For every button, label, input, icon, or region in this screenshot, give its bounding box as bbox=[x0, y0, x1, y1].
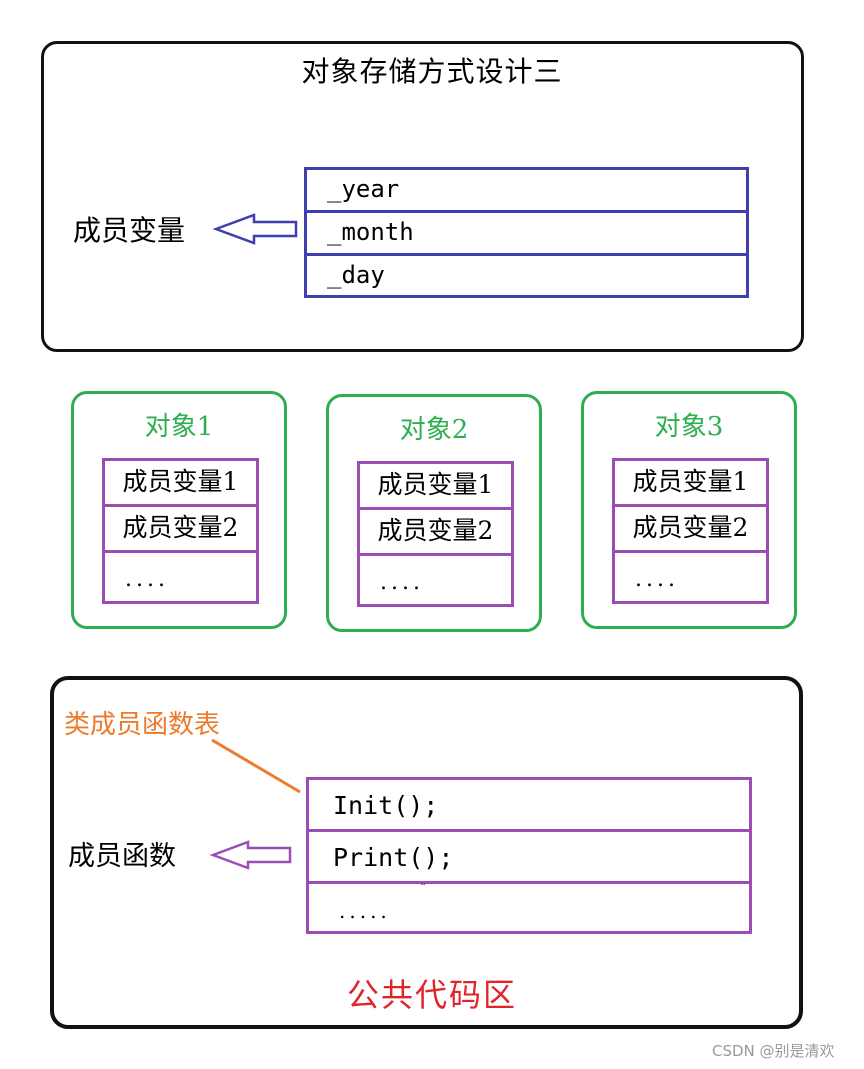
object-box-3: 对象3 成员变量1 成员变量2 .... bbox=[581, 391, 797, 629]
member-variable-panel bbox=[41, 41, 804, 352]
class-function-table: Init(); Print(); ..... bbox=[306, 777, 752, 934]
var-row-day: _day bbox=[327, 261, 385, 289]
object-row-ellipsis: .... bbox=[380, 570, 424, 595]
member-variable-label: 成员变量 bbox=[73, 214, 186, 247]
object-row: 成员变量1 bbox=[105, 461, 256, 507]
object-box-1: 对象1 成员变量1 成员变量2 .... bbox=[71, 391, 287, 629]
object-member-table: 成员变量1 成员变量2 .... bbox=[102, 458, 259, 604]
object-row-ellipsis: .... bbox=[125, 567, 169, 592]
diagram-title: 对象存储方式设计三 bbox=[301, 55, 563, 88]
watermark: CSDN @别是清欢 bbox=[712, 1042, 835, 1060]
object-row: 成员变量1 bbox=[615, 461, 766, 507]
object-row: 成员变量1 bbox=[360, 464, 511, 510]
public-code-area-panel bbox=[50, 676, 803, 1029]
left-arrow-icon bbox=[209, 840, 292, 870]
object-box-2: 对象2 成员变量1 成员变量2 .... bbox=[326, 394, 542, 632]
object-title: 对象1 bbox=[144, 412, 214, 442]
class-function-table-label: 类成员函数表 bbox=[64, 710, 221, 740]
connector-line bbox=[211, 738, 301, 794]
public-code-area-label: 公共代码区 bbox=[346, 976, 517, 1014]
object-row: 成员变量2 bbox=[105, 507, 256, 553]
object-title: 对象2 bbox=[399, 415, 469, 445]
object-row: 成员变量2 bbox=[360, 510, 511, 556]
object-row-ellipsis: .... bbox=[635, 567, 679, 592]
object-member-table: 成员变量1 成员变量2 .... bbox=[612, 458, 769, 604]
object-title: 对象3 bbox=[654, 412, 724, 442]
function-row-print: Print(); bbox=[309, 832, 749, 884]
var-row-month: _month bbox=[307, 213, 746, 256]
left-arrow-icon bbox=[212, 213, 298, 245]
object-row: 成员变量2 bbox=[615, 507, 766, 553]
function-row-init: Init(); bbox=[309, 780, 749, 832]
object-member-table: 成员变量1 成员变量2 .... bbox=[357, 461, 514, 607]
member-variable-table: _year _month _day bbox=[304, 167, 749, 298]
function-row-ellipsis: ..... bbox=[339, 899, 391, 923]
member-function-label: 成员函数 bbox=[68, 841, 176, 872]
var-row-year: _year bbox=[307, 170, 746, 213]
stray-mark: ¨ bbox=[420, 882, 426, 896]
